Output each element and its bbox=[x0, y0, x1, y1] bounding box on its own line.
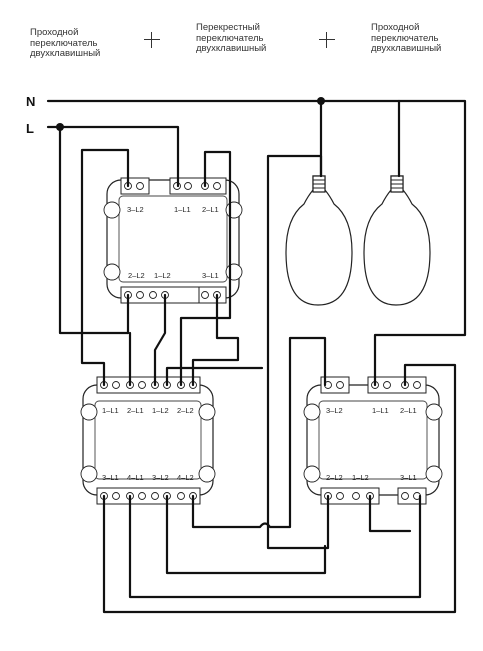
terminal-label: 1–L1 bbox=[102, 406, 119, 415]
plus-icon bbox=[319, 32, 335, 48]
terminal-label: 2–L2 bbox=[177, 406, 194, 415]
header-center-line: Перекрестный bbox=[196, 22, 260, 33]
terminal-label: 2–L2 bbox=[128, 271, 145, 280]
live-label: L bbox=[26, 121, 34, 136]
switch-right: 3–L2 1–L1 2–L1 2–L2 1–L2 3–L1 bbox=[303, 376, 443, 505]
switch-cross: 1–L1 2–L1 1–L2 2–L2 3–L1 4–L1 3–L2 4–L2 bbox=[80, 376, 216, 505]
terminal-label: 3–L2 bbox=[127, 205, 144, 214]
terminal-label: 2–L2 bbox=[326, 473, 343, 482]
terminal-label: 3–L1 bbox=[400, 473, 417, 482]
header-center-line: переключатель bbox=[196, 32, 264, 44]
header-left-line: двухклавишный bbox=[30, 48, 101, 59]
header-right-line: переключатель bbox=[371, 32, 439, 44]
terminal-label: 1–L2 bbox=[152, 406, 169, 415]
terminal-label: 1–L2 bbox=[352, 473, 369, 482]
switch-left: 3–L2 1–L1 2–L1 2–L2 1–L2 3–L1 bbox=[103, 177, 243, 304]
terminal-label: 3–L2 bbox=[152, 473, 169, 482]
bulb-icon bbox=[363, 175, 431, 306]
header-left-line: переключатель bbox=[30, 37, 98, 49]
terminal-label: 2–L1 bbox=[202, 205, 219, 214]
bulb-icon bbox=[285, 175, 353, 306]
neutral-label: N bbox=[26, 94, 35, 109]
header-center-line: двухклавишный bbox=[196, 43, 267, 54]
header-center-switch: Перекрестный переключатель двухклавишный bbox=[196, 22, 267, 55]
terminal-label: 1–L1 bbox=[372, 406, 389, 415]
header-left-switch: Проходной переключатель двухклавишный bbox=[30, 27, 101, 60]
terminal-label: 2–L1 bbox=[127, 406, 144, 415]
terminal-label: 4–L2 bbox=[177, 473, 194, 482]
header-right-line: Проходной bbox=[371, 22, 420, 33]
terminal-label: 4–L1 bbox=[127, 473, 144, 482]
plus-icon bbox=[144, 32, 160, 48]
terminal-label: 3–L2 bbox=[326, 406, 343, 415]
header-right-switch: Проходной переключатель двухклавишный bbox=[371, 22, 442, 55]
wires bbox=[46, 97, 467, 614]
terminal-label: 3–L1 bbox=[102, 473, 119, 482]
header-left-line: Проходной bbox=[30, 27, 79, 38]
header-right-line: двухклавишный bbox=[371, 43, 442, 54]
terminal-label: 1–L2 bbox=[154, 271, 171, 280]
terminal-label: 3–L1 bbox=[202, 271, 219, 280]
terminal-label: 1–L1 bbox=[174, 205, 191, 214]
terminal-label: 2–L1 bbox=[400, 406, 417, 415]
